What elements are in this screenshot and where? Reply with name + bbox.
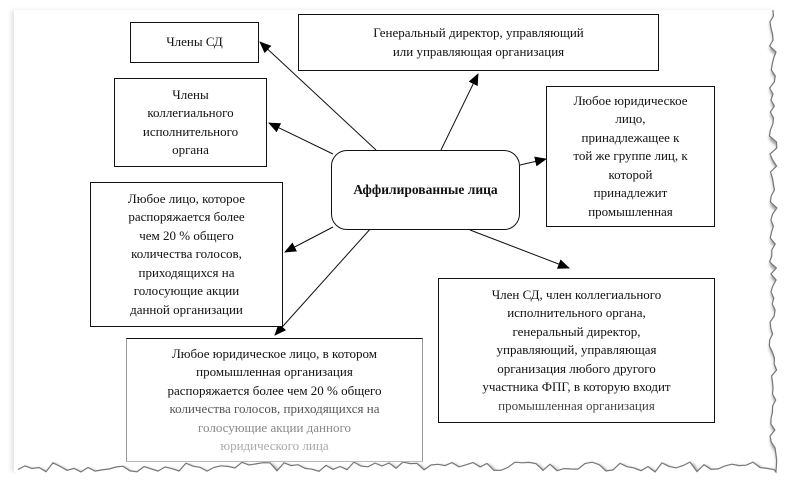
node-affiliated-persons: Аффилированные лица	[331, 150, 520, 230]
node-label: Аффилированные лица	[353, 182, 498, 197]
node-line: приходящихся на	[138, 264, 235, 280]
node-over-20-percent-voter: Любое лицо, которое распоряжается более …	[90, 182, 283, 327]
node-line: юридического лица	[220, 438, 329, 453]
node-line: генеральный директор,	[512, 323, 641, 339]
node-line: которой	[608, 166, 653, 182]
node-line: распоряжается более чем 20 % общего	[167, 382, 382, 398]
node-line: промышленная организация	[196, 364, 353, 379]
node-line: коллегиального	[147, 105, 234, 120]
node-ceo-or-manager: Генеральный директор, управляющий или уп…	[298, 14, 659, 71]
node-line: организация любого другого	[497, 360, 656, 376]
node-line: участника ФПГ, в которую входит	[482, 379, 671, 395]
node-line: Любое юридическое лицо, в котором	[171, 345, 378, 361]
node-line: голосующие акции	[133, 283, 240, 299]
node-line: Любое лицо, которое	[127, 190, 246, 206]
node-legal-entity-20-percent-owned: Любое юридическое лицо, в котором промыш…	[126, 338, 423, 462]
node-line: голосующие акции данного	[198, 419, 351, 435]
node-line: Члены СД	[166, 34, 223, 50]
node-line: промышленная	[588, 203, 673, 219]
node-line: исполнительного	[142, 123, 239, 139]
node-line: количества голосов, приходящихся на	[169, 401, 380, 416]
node-line: принадлежащее к	[581, 129, 680, 145]
node-fpg-participant-officers: Член СД, член коллегиального исполнитель…	[438, 278, 715, 423]
node-board-members: Члены СД	[130, 22, 259, 63]
node-line: исполнительного органа,	[507, 305, 646, 321]
node-line: Члены	[172, 86, 209, 102]
node-line: количества голосов,	[131, 246, 242, 262]
node-line: Любое юридическое	[573, 92, 688, 108]
node-line: чем 20 % общего	[139, 227, 234, 243]
node-collegial-executive-body-members: Члены коллегиального исполнительного орг…	[114, 78, 267, 167]
node-line: Член СД, член коллегиального	[491, 286, 662, 302]
node-line: или управляющая организация	[392, 43, 565, 59]
node-line: Генеральный директор, управляющий	[373, 25, 584, 40]
node-line: управляющий, управляющая	[496, 342, 657, 358]
node-line: принадлежит	[593, 185, 668, 201]
node-same-group-legal-entity: Любое юридическое лицо, принадлежащее к …	[546, 86, 715, 227]
node-line: органа	[172, 142, 209, 157]
node-line: промышленная организация	[498, 397, 655, 413]
node-line: распоряжается более	[128, 209, 245, 225]
node-line: лицо,	[615, 111, 646, 127]
node-line: той же группе лиц, к	[573, 148, 688, 164]
node-line: данной организации	[130, 301, 243, 317]
